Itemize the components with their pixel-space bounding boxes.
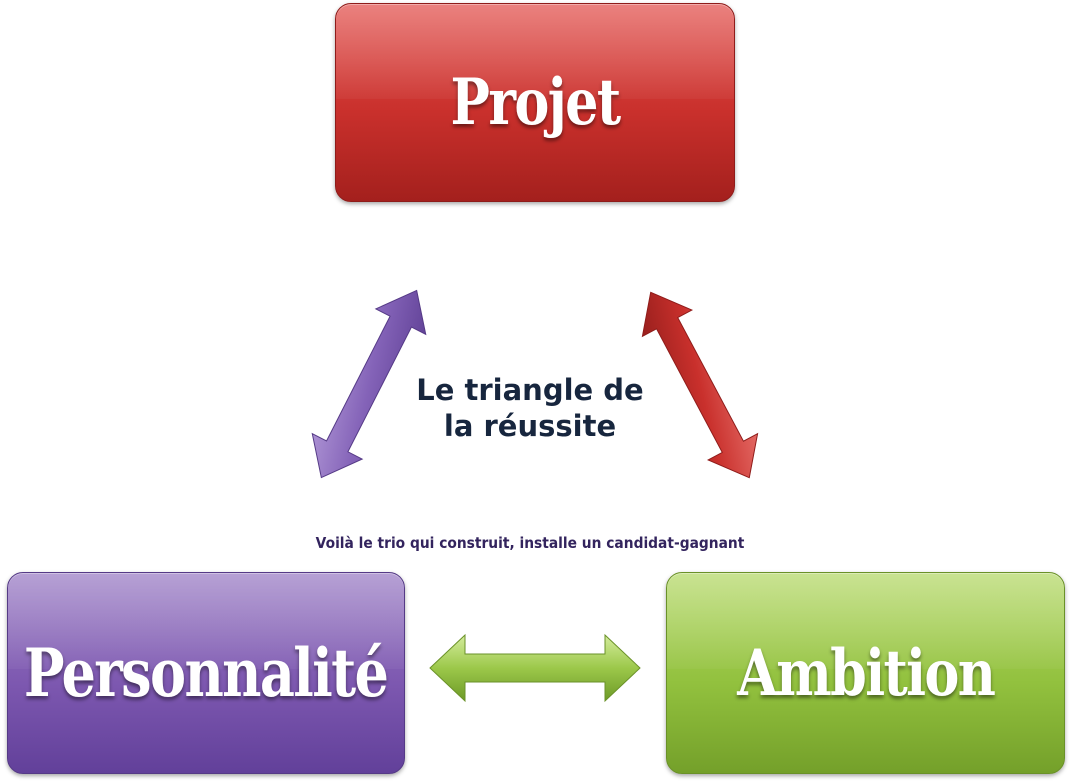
caption-text: Voilà le trio qui construit, installe un… <box>315 534 745 552</box>
ambition-box: Ambition <box>666 572 1065 774</box>
center-title-line1: Le triangle de <box>416 373 644 407</box>
ambition-label: Ambition <box>736 635 996 711</box>
center-title: Le triangle de la réussite <box>380 372 680 444</box>
projet-label: Projet <box>450 65 622 140</box>
personnalite-label: Personnalité <box>24 634 389 712</box>
projet-box: Projet <box>335 3 735 202</box>
arrow-personnalite-ambition <box>429 633 641 703</box>
personnalite-box: Personnalité <box>7 572 405 774</box>
center-title-line2: la réussite <box>443 409 617 443</box>
